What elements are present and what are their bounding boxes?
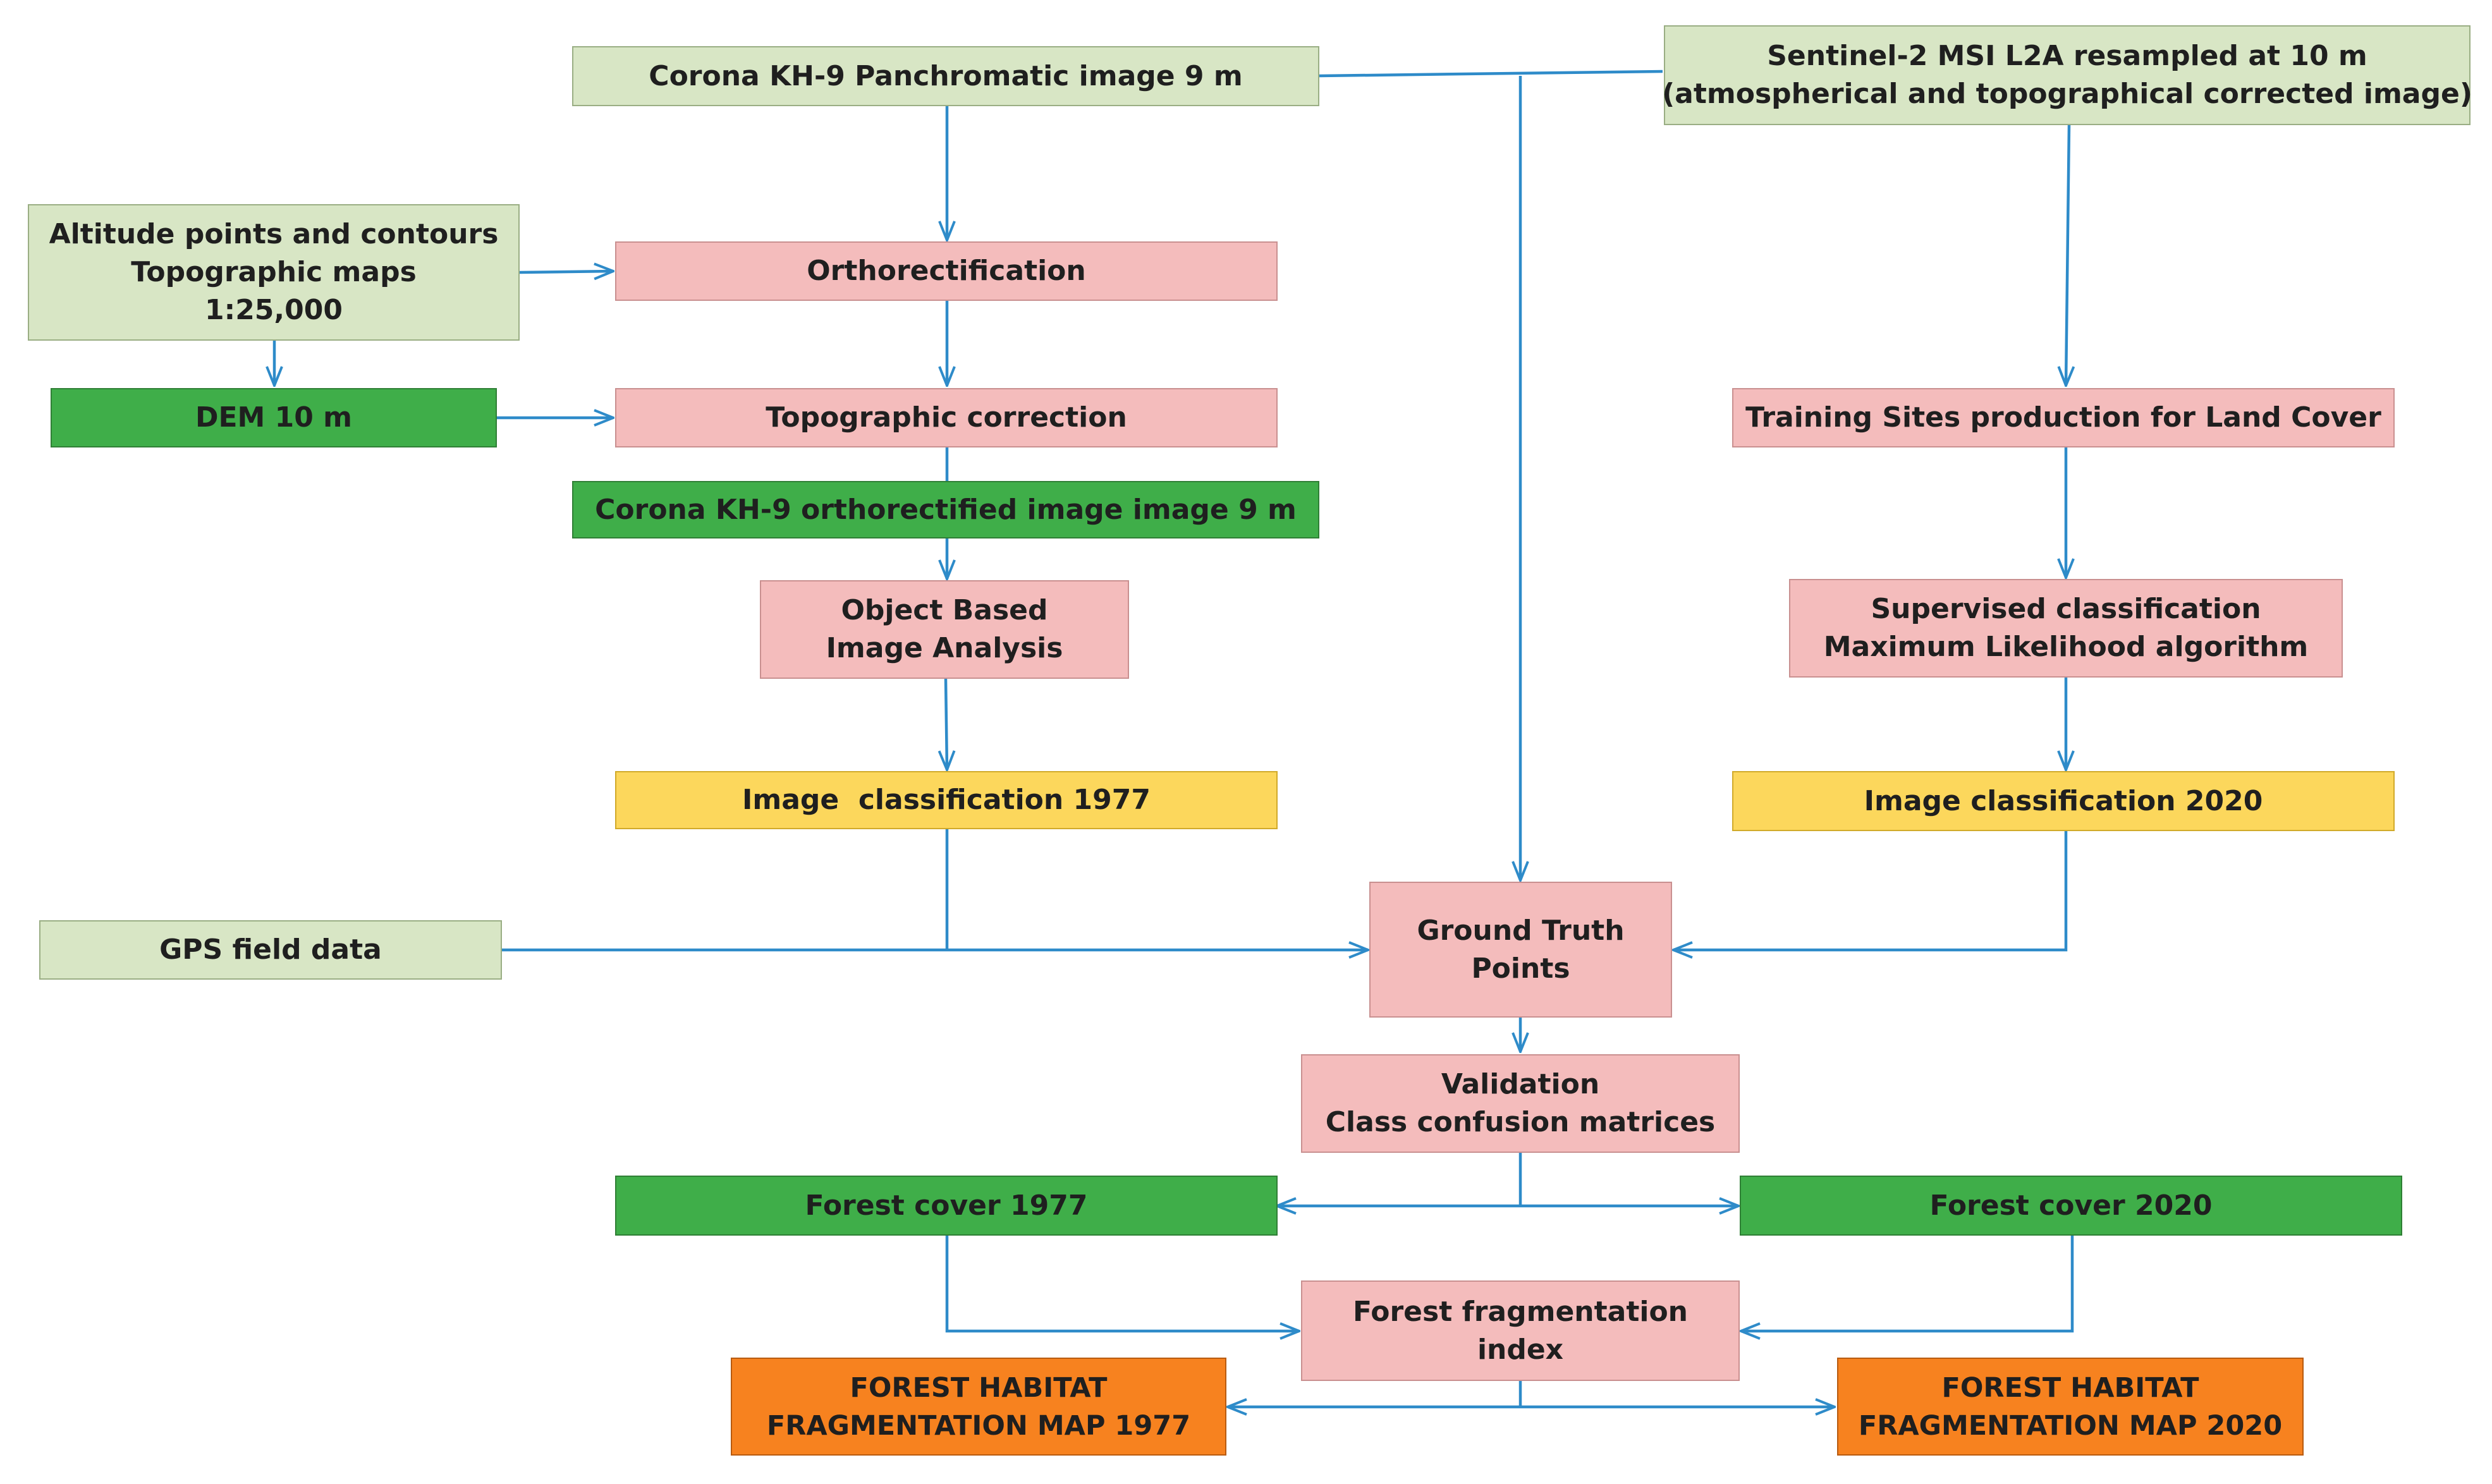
- node-altitude-points: Altitude points and contours Topographic…: [28, 204, 520, 341]
- node-orthorectification: Orthorectification: [615, 241, 1278, 301]
- node-fragmentation-map-2020: FOREST HABITAT FRAGMENTATION MAP 2020: [1837, 1358, 2304, 1456]
- node-validation-line-1: Validation: [1441, 1068, 1600, 1100]
- node-class1977-line-1: Image classification 1977: [742, 784, 1151, 816]
- node-ground-truth-line-2: Points: [1471, 952, 1570, 985]
- node-corona-panchromatic-line-1: Corona KH-9 Panchromatic image 9 m: [649, 59, 1243, 92]
- node-ground-truth-line-1: Ground Truth: [1417, 914, 1625, 947]
- node-map1977-line-2: FRAGMENTATION MAP 1977: [766, 1409, 1191, 1442]
- node-object-based-analysis: Object Based Image Analysis: [760, 580, 1129, 679]
- arrow-obia-to-class1977: [946, 678, 947, 770]
- node-obia-line-2: Image Analysis: [826, 632, 1063, 664]
- node-sentinel: Sentinel-2 MSI L2A resampled at 10 m (at…: [1662, 25, 2472, 125]
- node-class2020-line-1: Image classification 2020: [1864, 784, 2263, 817]
- node-supervised-line-1: Supervised classification: [1871, 593, 2261, 625]
- node-forest-cover-1977: Forest cover 1977: [615, 1176, 1278, 1236]
- node-ground-truth-points: Ground Truth Points: [1369, 882, 1672, 1018]
- node-gps-line-1: GPS field data: [159, 934, 382, 966]
- node-corona-panchromatic: Corona KH-9 Panchromatic image 9 m: [572, 46, 1319, 106]
- node-topographic-correction: Topographic correction: [615, 388, 1278, 447]
- node-supervised-line-2: Maximum Likelihood algorithm: [1823, 631, 2309, 663]
- node-map2020-line-1: FOREST HABITAT: [1941, 1371, 2199, 1404]
- node-sentinel-line-1: Sentinel-2 MSI L2A resampled at 10 m: [1767, 40, 2367, 72]
- node-gps-field-data: GPS field data: [39, 920, 502, 980]
- node-map2020-line-2: FRAGMENTATION MAP 2020: [1858, 1409, 2283, 1442]
- node-image-classification-2020: Image classification 2020: [1732, 771, 2395, 831]
- node-dem-line-1: DEM 10 m: [195, 401, 353, 434]
- node-frag-index-line-1: Forest fragmentation: [1352, 1295, 1689, 1328]
- node-validation-line-2: Class confusion matrices: [1325, 1106, 1716, 1138]
- node-altitude-line-1: Altitude points and contours: [49, 218, 499, 250]
- node-topographic-correction-line-1: Topographic correction: [766, 401, 1127, 434]
- node-validation: Validation Class confusion matrices: [1301, 1054, 1740, 1153]
- node-map1977-line-1: FOREST HABITAT: [850, 1371, 1108, 1404]
- node-corona-orthorectified: Corona KH-9 orthorectified image image 9…: [572, 481, 1319, 538]
- connector-corona-sentinel: [1319, 70, 1663, 78]
- node-supervised-classification: Supervised classification Maximum Likeli…: [1789, 579, 2343, 678]
- node-orthorectification-line-1: Orthorectification: [807, 255, 1086, 287]
- node-fragmentation-map-1977: FOREST HABITAT FRAGMENTATION MAP 1977: [731, 1358, 1226, 1456]
- node-obia-line-1: Object Based: [841, 594, 1048, 626]
- arrow-class2020-to-ground-truth: [1673, 831, 2068, 950]
- arrow-forest1977-to-frag: [945, 1236, 1299, 1331]
- node-sentinel-line-2: (atmospherical and topographical correct…: [1662, 78, 2472, 110]
- node-fragmentation-index: Forest fragmentation index: [1301, 1280, 1740, 1381]
- arrow-forest2020-to-frag: [1741, 1236, 2074, 1331]
- node-forest-cover-2020: Forest cover 2020: [1740, 1176, 2402, 1236]
- node-training-sites: Training Sites production for Land Cover: [1732, 388, 2395, 447]
- arrow-sentinel-to-training: [2066, 125, 2069, 386]
- node-altitude-line-3: 1:25,000: [204, 294, 343, 326]
- arrow-altitude-to-ortho: [519, 271, 613, 272]
- node-image-classification-1977: Image classification 1977: [615, 771, 1278, 829]
- node-training-sites-line-1: Training Sites production for Land Cover: [1745, 401, 2381, 434]
- node-corona-orthorectified-line-1: Corona KH-9 orthorectified image image 9…: [595, 493, 1297, 526]
- node-dem: DEM 10 m: [51, 388, 497, 447]
- node-frag-index-line-2: index: [1477, 1333, 1564, 1366]
- node-altitude-line-2: Topographic maps: [131, 256, 417, 288]
- node-forest1977-line-1: Forest cover 1977: [805, 1189, 1088, 1222]
- node-forest2020-line-1: Forest cover 2020: [1929, 1189, 2213, 1222]
